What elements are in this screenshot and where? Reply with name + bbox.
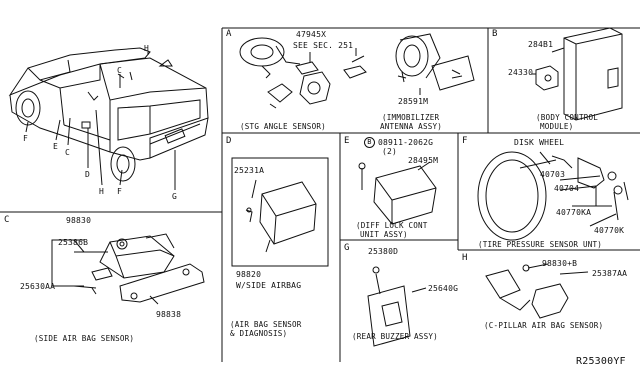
section-letter-e: E bbox=[344, 136, 350, 146]
note-see-sec-251: SEE SEC. 251 bbox=[293, 41, 354, 50]
note-disk-wheel: DISK WHEEL bbox=[514, 138, 565, 147]
part-25387aa: 25387AA bbox=[592, 269, 628, 278]
caption-diff-lock-1: (DIFF LOCK CONT bbox=[356, 221, 428, 230]
part-98830-b: 98830+B bbox=[542, 259, 578, 268]
part-24330: 24330 bbox=[508, 68, 534, 77]
side-airbag-sensor-art bbox=[51, 233, 205, 305]
part-40703: 40703 bbox=[540, 170, 566, 179]
rear-buzzer-art bbox=[367, 266, 427, 347]
caption-airbag-sensor-1: (AIR BAG SENSOR bbox=[230, 320, 302, 329]
caption-c-pillar: (C-PILLAR AIR BAG SENSOR) bbox=[484, 321, 604, 330]
circle-letter-b: B bbox=[364, 137, 375, 148]
section-letter-h: H bbox=[462, 253, 468, 263]
section-letter-g: G bbox=[344, 243, 350, 253]
qty-2: (2) bbox=[382, 147, 398, 156]
c-pillar-sensor-art bbox=[485, 263, 589, 319]
caption-bcm-1: (BODY CONTROL bbox=[536, 113, 599, 122]
part-08911-2062g: 08911-2062G bbox=[378, 138, 434, 147]
part-40770k: 40770K bbox=[594, 226, 625, 235]
caption-rear-buzzer: (REAR BUZZER ASSY) bbox=[352, 332, 438, 341]
part-28495m: 28495M bbox=[408, 156, 439, 165]
part-98830: 98830 bbox=[66, 216, 92, 225]
part-25630aa: 25630AA bbox=[20, 282, 56, 291]
part-284b1: 284B1 bbox=[528, 40, 554, 49]
part-25386b: 25386B bbox=[58, 238, 89, 247]
section-letter-a: A bbox=[226, 29, 232, 39]
stg-angle-sensor-art bbox=[239, 37, 367, 109]
body-control-module-art bbox=[532, 27, 623, 121]
truck-callout-f-left: F bbox=[23, 134, 29, 143]
part-25380d: 25380D bbox=[368, 247, 399, 256]
caption-diff-lock-2: UNIT ASSY) bbox=[360, 230, 408, 239]
part-47945x: 47945X bbox=[296, 30, 327, 39]
section-letter-b: B bbox=[492, 29, 498, 39]
part-25640g: 25640G bbox=[428, 284, 459, 293]
tire-pressure-sensor-art bbox=[477, 151, 629, 241]
section-letter-f: F bbox=[462, 136, 468, 146]
truck-callout-c-mid: C bbox=[65, 148, 71, 157]
part-28591m: 28591M bbox=[398, 97, 429, 106]
immobilizer-antenna-art bbox=[395, 33, 475, 95]
caption-stg-angle-sensor: (STG ANGLE SENSOR) bbox=[240, 122, 326, 131]
truck-callout-g: G bbox=[172, 192, 178, 201]
caption-immobilizer-2: ANTENNA ASSY) bbox=[380, 122, 443, 131]
caption-airbag-sensor-2: & DIAGNOSIS) bbox=[230, 329, 288, 338]
truck-callout-d: D bbox=[85, 170, 91, 179]
caption-tire-pressure: (TIRE PRESSURE SENSOR UNT) bbox=[478, 240, 603, 249]
caption-bcm-2: MODULE) bbox=[540, 122, 574, 131]
truck-callout-e: E bbox=[53, 142, 59, 151]
diagram-reference-code: R25300YF bbox=[576, 356, 626, 367]
part-25231a: 25231A bbox=[234, 166, 265, 175]
truck-callout-f-rear: F bbox=[117, 187, 123, 196]
part-98820: 98820 bbox=[236, 270, 262, 279]
airbag-sensor-art bbox=[231, 157, 329, 267]
truck-callout-h-top: H bbox=[144, 44, 150, 53]
part-98838: 98838 bbox=[156, 310, 182, 319]
part-40704: 40704 bbox=[554, 184, 580, 193]
section-letter-c: C bbox=[4, 215, 10, 225]
truck-callout-h-low: H bbox=[99, 187, 105, 196]
part-40770ka: 40770KA bbox=[556, 208, 592, 217]
truck-illustration bbox=[8, 47, 209, 190]
section-letter-d: D bbox=[226, 136, 232, 146]
note-w-side-airbag: W/SIDE AIRBAG bbox=[236, 281, 302, 290]
caption-side-airbag-sensor: (SIDE AIR BAG SENSOR) bbox=[34, 334, 135, 343]
diff-lock-unit-art bbox=[358, 161, 437, 225]
truck-callout-c-top: C bbox=[117, 66, 123, 75]
caption-immobilizer-1: (IMMOBILIZER bbox=[382, 113, 440, 122]
